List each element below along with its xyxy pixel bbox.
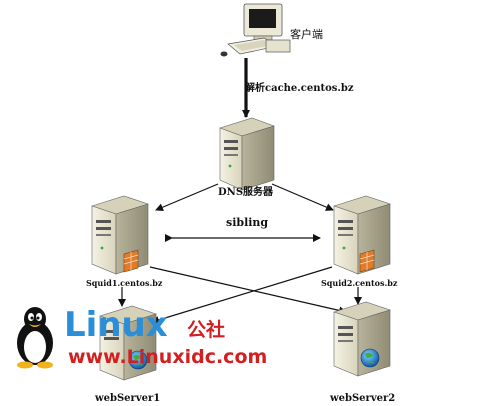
squid1-server-icon (91, 195, 149, 275)
watermark-brand-cn: 公社 (187, 319, 226, 341)
tux-penguin-icon (17, 307, 53, 369)
linuxidc-watermark: Linux 公社 www.Linuxidc.com (10, 303, 267, 373)
webserver2-icon (333, 301, 391, 377)
dns-server-icon (219, 117, 275, 191)
dns-to-squid1-arrow (155, 183, 219, 211)
globe-icon (360, 348, 380, 368)
squid2-to-web1-arrow (151, 266, 333, 324)
dns-to-squid2-arrow (271, 183, 334, 211)
dns-server-label: DNS服务器 (218, 187, 274, 198)
squid2-label: Squid2.centos.bz (321, 278, 398, 288)
client-computer-icon (220, 3, 291, 57)
watermark-brand: Linux (64, 305, 168, 345)
webserver2-label: webServer2 (330, 393, 396, 404)
squid1-to-web2-arrow (149, 266, 347, 315)
resolve-label: 解析cache.centos.bz (245, 83, 354, 94)
watermark-url: www.Linuxidc.com (68, 346, 268, 368)
client-label: 客户端 (290, 28, 323, 41)
squid2-server-icon (333, 195, 391, 275)
webserver1-icon (99, 305, 157, 381)
sibling-label: sibling (226, 216, 269, 229)
globe-icon (128, 350, 148, 370)
squid1-label: Squid1.centos.bz (86, 278, 163, 288)
webserver1-label: webServer1 (95, 393, 161, 404)
connectors (118, 58, 362, 324)
